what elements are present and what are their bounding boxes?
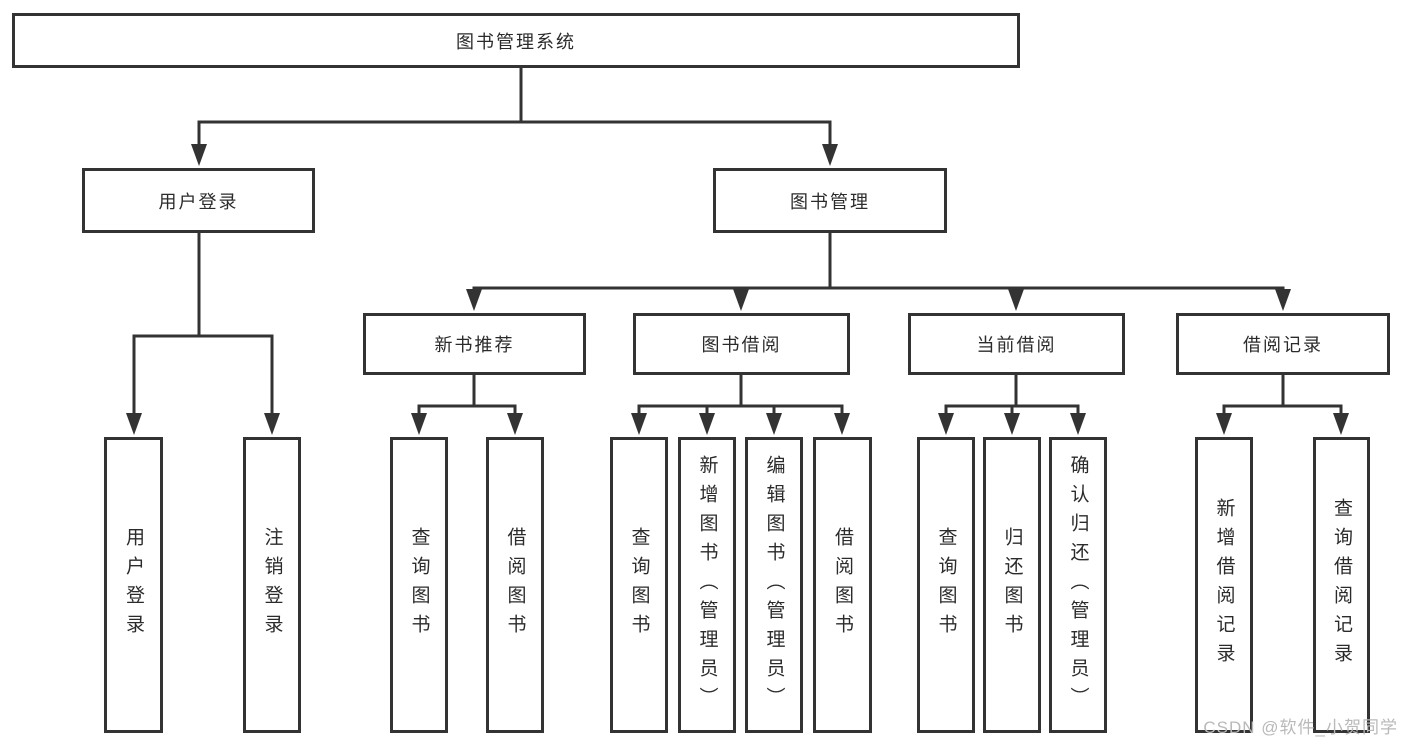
- arrowhead-icon: [766, 413, 782, 435]
- leaf-borrow-books-2-label: 借阅图书: [832, 527, 853, 643]
- leaf-confirm-return-admin: 确认归还（管理员）: [1049, 437, 1107, 733]
- leaf-return-book-label: 归还图书: [1001, 527, 1023, 643]
- arrowhead-icon: [411, 413, 427, 435]
- leaf-query-books-3: 查询图书: [917, 437, 975, 733]
- node-book-management-label: 图书管理: [790, 191, 870, 212]
- leaf-query-books-1: 查询图书: [390, 437, 448, 733]
- arrowhead-icon: [1333, 413, 1349, 435]
- node-user-login-label: 用户登录: [158, 191, 239, 212]
- arrowhead-icon: [191, 144, 207, 166]
- leaf-query-borrow-record: 查询借阅记录: [1313, 437, 1370, 733]
- node-book-management: 图书管理: [713, 168, 947, 233]
- leaf-query-books-2-label: 查询图书: [628, 527, 650, 643]
- arrowhead-icon: [264, 413, 280, 435]
- arrowhead-icon: [1008, 289, 1024, 311]
- leaf-query-books-1-label: 查询图书: [408, 527, 430, 643]
- arrowhead-icon: [1275, 289, 1291, 311]
- node-root: 图书管理系统: [12, 13, 1020, 68]
- leaf-borrow-books-2: 借阅图书: [813, 437, 872, 733]
- leaf-borrow-books-1-label: 借阅图书: [504, 527, 526, 643]
- node-book-borrow: 图书借阅: [633, 313, 850, 375]
- leaf-user-login: 用户登录: [104, 437, 163, 733]
- node-borrow-records-label: 借阅记录: [1243, 335, 1323, 355]
- arrowhead-icon: [126, 413, 142, 435]
- node-user-login: 用户登录: [82, 168, 315, 233]
- watermark-text: CSDN @软件_小贺同学: [1203, 718, 1398, 737]
- connector-line: [1222, 404, 1343, 416]
- arrowhead-icon: [699, 413, 715, 435]
- arrowhead-icon: [1070, 413, 1086, 435]
- leaf-query-borrow-record-label: 查询借阅记录: [1331, 498, 1352, 672]
- leaf-query-books-2: 查询图书: [610, 437, 668, 733]
- node-new-book-recommend-label: 新书推荐: [434, 335, 515, 355]
- connector-line: [197, 120, 832, 148]
- connector-line: [417, 404, 517, 416]
- arrowhead-icon: [1216, 413, 1232, 435]
- arrowhead-icon: [1004, 413, 1020, 435]
- arrowhead-icon: [631, 413, 647, 435]
- node-book-borrow-label: 图书借阅: [701, 335, 782, 355]
- node-current-borrow-label: 当前借阅: [976, 335, 1057, 355]
- arrowhead-icon: [733, 289, 749, 311]
- leaf-confirm-return-admin-label: 确认归还（管理员）: [1067, 454, 1089, 716]
- leaf-add-borrow-record-label: 新增借阅记录: [1213, 498, 1235, 672]
- node-current-borrow: 当前借阅: [908, 313, 1125, 375]
- leaf-add-borrow-record: 新增借阅记录: [1195, 437, 1253, 733]
- leaf-add-book-admin: 新增图书（管理员）: [678, 437, 736, 733]
- node-root-label: 图书管理系统: [456, 31, 576, 52]
- leaf-logout-label: 注销登录: [261, 527, 283, 643]
- leaf-return-book: 归还图书: [983, 437, 1041, 733]
- arrowhead-icon: [938, 413, 954, 435]
- leaf-query-books-3-label: 查询图书: [935, 527, 957, 643]
- arrowhead-icon: [834, 413, 850, 435]
- leaf-edit-book-admin: 编辑图书（管理员）: [745, 437, 803, 733]
- leaf-logout: 注销登录: [243, 437, 301, 733]
- node-new-book-recommend: 新书推荐: [363, 313, 586, 375]
- leaf-add-book-admin-label: 新增图书（管理员）: [696, 454, 718, 716]
- arrowhead-icon: [822, 144, 838, 166]
- connector-line: [637, 404, 844, 416]
- arrowhead-icon: [466, 289, 482, 311]
- node-borrow-records: 借阅记录: [1176, 313, 1390, 375]
- leaf-borrow-books-1: 借阅图书: [486, 437, 544, 733]
- leaf-user-login-label: 用户登录: [123, 527, 144, 643]
- connector-line: [472, 286, 1285, 292]
- leaf-edit-book-admin-label: 编辑图书（管理员）: [763, 454, 785, 716]
- connector-line: [132, 334, 274, 415]
- arrowhead-icon: [507, 413, 523, 435]
